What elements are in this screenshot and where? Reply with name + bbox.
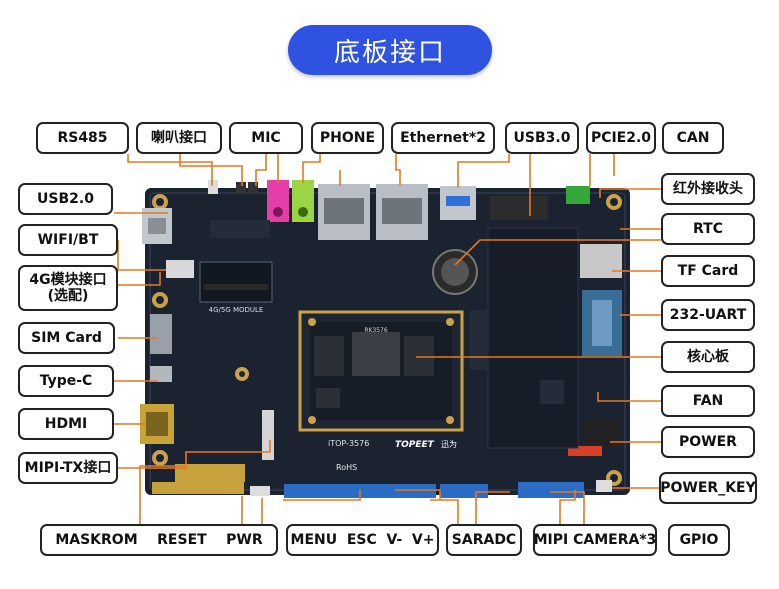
label-wifi-bt: WIFI/BT (18, 224, 118, 256)
label-can: CAN (662, 122, 724, 154)
label-uart: 232-UART (661, 299, 755, 331)
label-4g-module-line1: 4G模块接口 (29, 272, 107, 288)
label-mic: MIC (229, 122, 303, 154)
brand-cn-silk: 迅为 (441, 439, 457, 449)
label-mipi-tx: MIPI-TX接口 (18, 452, 118, 484)
label-power: POWER (661, 426, 755, 458)
label-rtc: RTC (661, 213, 755, 245)
page-title: 底板接口 (288, 25, 492, 75)
svg-text:RK3576: RK3576 (364, 327, 388, 334)
mipi-tx-connector (262, 410, 274, 460)
label-4g-module-line2: (选配) (47, 288, 89, 304)
label-ethernet: Ethernet*2 (391, 122, 495, 154)
label-sim-card: SIM Card (18, 322, 115, 354)
core-chip (352, 332, 400, 376)
label-power-key: POWER_KEY (659, 472, 757, 504)
module-silk: 4G/5G MODULE (209, 306, 264, 314)
power-key (596, 480, 612, 492)
label-pcie: PCIE2.0 (586, 122, 656, 154)
label-usb2: USB2.0 (18, 183, 113, 215)
label-4g-module: 4G模块接口 (选配) (18, 265, 118, 311)
label-keys-maskrom-reset-pwr: MASKROM RESET PWR (40, 524, 278, 556)
label-speaker: 喇叭接口 (136, 122, 222, 154)
label-core-board: 核心板 (661, 341, 755, 373)
label-usb3: USB3.0 (505, 122, 579, 154)
label-rs485: RS485 (36, 122, 129, 154)
label-gpio: GPIO (668, 524, 730, 556)
sim-slot (150, 314, 172, 354)
label-fan: FAN (661, 385, 755, 417)
pcie-slot (490, 196, 548, 220)
tf-slot (580, 244, 622, 278)
label-typec: Type-C (18, 365, 114, 397)
phone-jack (292, 180, 314, 222)
wifi-module (166, 260, 194, 278)
typec-port (150, 366, 172, 382)
label-mipi-camera: MIPI CAMERA*3 (533, 524, 657, 556)
label-hdmi: HDMI (18, 408, 114, 440)
gpio-header (518, 482, 584, 498)
power-jack (584, 420, 620, 448)
label-tf-card: TF Card (661, 255, 755, 287)
brand-silk: TOPEET (395, 440, 435, 450)
can-terminal (566, 186, 590, 204)
mic-jack (267, 180, 289, 222)
leader-lines (114, 154, 661, 524)
label-menu-keys: MENU ESC V- V+ (286, 524, 439, 556)
key-buttons (175, 464, 245, 482)
label-ir-receiver: 红外接收头 (661, 173, 755, 205)
core-model-silk: iTOP-3576 (328, 439, 369, 448)
label-phone: PHONE (311, 122, 384, 154)
label-saradc: SARADC (446, 524, 522, 556)
rohs-silk: RoHS (336, 463, 357, 472)
